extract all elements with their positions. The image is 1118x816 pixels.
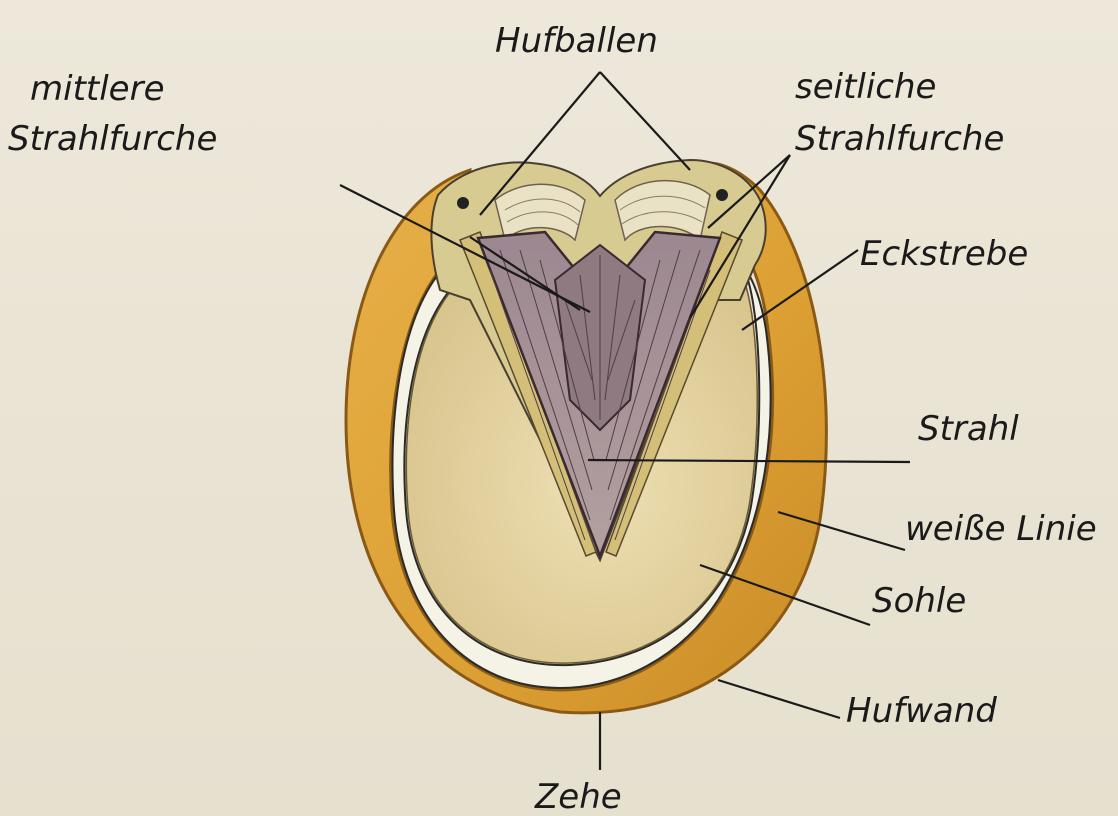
hufballen-leader-right — [600, 72, 690, 170]
label-seitliche-line1: seitliche — [795, 67, 936, 107]
label-hufwand: Hufwand — [846, 691, 997, 731]
label-seitliche-line2: Strahlfurche — [795, 119, 1004, 159]
left-seitliche-dot — [457, 197, 469, 209]
label-weisse-linie: weiße Linie — [905, 509, 1097, 549]
label-strahl: Strahl — [918, 409, 1019, 449]
label-mittlere-line2: Strahlfurche — [8, 119, 217, 159]
label-hufballen: Hufballen — [495, 21, 658, 61]
right-seitliche-dot — [716, 189, 728, 201]
hufwand-leader — [718, 680, 840, 718]
label-sohle: Sohle — [872, 581, 966, 621]
label-zehe: Zehe — [534, 777, 622, 816]
label-mittlere-line1: mittlere — [30, 69, 165, 109]
label-eckstrebe: Eckstrebe — [860, 234, 1028, 274]
